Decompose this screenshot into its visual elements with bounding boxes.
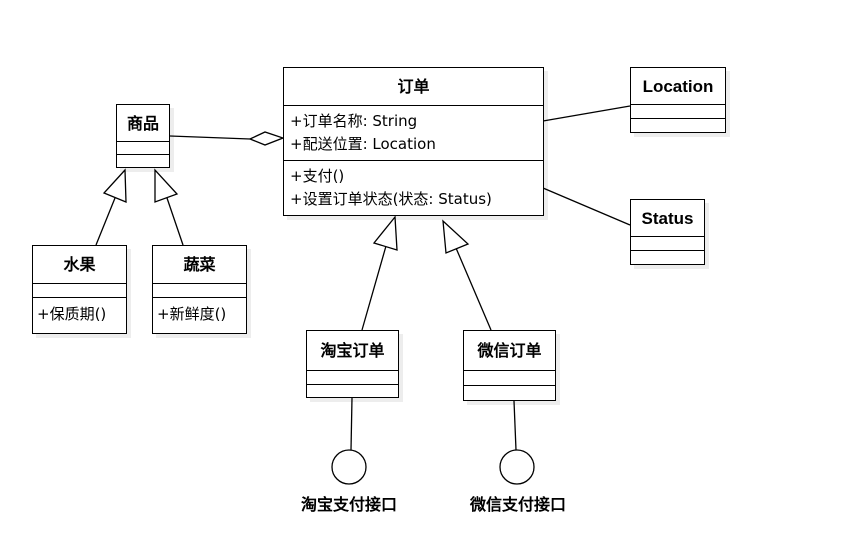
class-wechat-order: 微信订单	[463, 330, 556, 401]
generalization-arrowhead	[154, 168, 179, 203]
generalization-arrowhead	[442, 219, 470, 254]
class-order: 订单 +订单名称: String +配送位置: Location +支付() +…	[283, 67, 544, 216]
attribute-delivery-location: +配送位置: Location	[290, 135, 436, 153]
class-vegetable-attributes	[153, 284, 246, 298]
class-fruit-attributes	[33, 284, 126, 298]
generalization-line-fruit-goods	[95, 197, 116, 246]
generalization-line-wechat-order	[455, 247, 492, 331]
operation-freshness: +新鲜度()	[157, 305, 227, 323]
class-location-attributes	[631, 105, 725, 119]
class-order-name: 订单	[284, 68, 543, 106]
class-taobao-order-name: 淘宝订单	[307, 331, 398, 371]
class-vegetable-operations: +新鲜度()	[153, 298, 246, 332]
class-location: Location	[630, 67, 726, 133]
class-order-operations: +支付() +设置订单状态(状态: Status)	[284, 161, 543, 214]
class-fruit-operations: +保质期()	[33, 298, 126, 332]
association-line-order-status	[542, 187, 631, 226]
interface-line-wechat	[513, 400, 517, 451]
operation-shelf-life: +保质期()	[37, 305, 107, 323]
class-status-attributes	[631, 237, 704, 251]
generalization-line-vegetable-goods	[166, 197, 184, 246]
class-fruit-name: 水果	[33, 246, 126, 284]
class-wechat-order-attributes	[464, 371, 555, 386]
operation-pay: +支付()	[290, 167, 345, 185]
class-location-operations	[631, 119, 725, 131]
class-status-operations	[631, 251, 704, 263]
class-taobao-order: 淘宝订单	[306, 330, 399, 398]
attribute-order-name: +订单名称: String	[290, 112, 418, 130]
interface-line-taobao	[350, 397, 353, 451]
class-location-name: Location	[631, 68, 725, 105]
class-wechat-order-name: 微信订单	[464, 331, 555, 371]
class-vegetable: 蔬菜 +新鲜度()	[152, 245, 247, 334]
interface-circle-taobao	[331, 449, 367, 485]
class-taobao-order-operations	[307, 385, 398, 397]
class-vegetable-name: 蔬菜	[153, 246, 246, 284]
interface-label-taobao-pay: 淘宝支付接口	[300, 495, 397, 514]
generalization-line-taobao-order	[361, 245, 387, 331]
class-status-name: Status	[631, 200, 704, 237]
class-fruit: 水果 +保质期()	[32, 245, 127, 334]
class-goods: 商品	[116, 104, 170, 168]
aggregation-diamond	[248, 131, 285, 146]
class-goods-operations	[117, 155, 169, 166]
class-taobao-order-attributes	[307, 371, 398, 385]
operation-set-status: +设置订单状态(状态: Status)	[290, 190, 492, 208]
interface-label-wechat-pay: 微信支付接口	[469, 495, 566, 514]
aggregation-line-goods-order	[169, 135, 251, 140]
class-goods-attributes	[117, 142, 169, 155]
generalization-arrowhead	[102, 168, 127, 203]
class-order-attributes: +订单名称: String +配送位置: Location	[284, 106, 543, 161]
class-status: Status	[630, 199, 705, 265]
interface-circle-wechat	[499, 449, 535, 485]
class-wechat-order-operations	[464, 386, 555, 400]
association-line-order-location	[542, 105, 631, 122]
generalization-arrowhead	[372, 215, 398, 251]
class-goods-name: 商品	[117, 105, 169, 142]
